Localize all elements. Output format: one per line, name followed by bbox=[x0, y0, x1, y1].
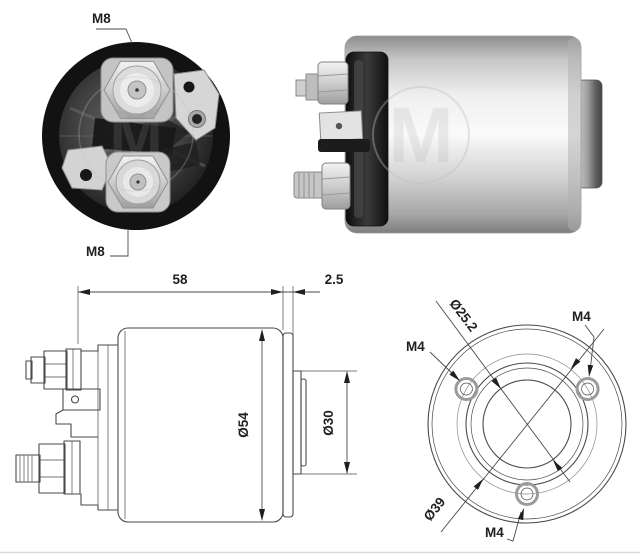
side-view-photo: M bbox=[293, 35, 603, 234]
bolt-circle bbox=[456, 353, 598, 495]
watermark-logo: M bbox=[78, 76, 194, 192]
front-top-terminal-label: M8 bbox=[92, 11, 111, 26]
terminal-bottom bbox=[293, 162, 351, 210]
leader-m4-bottom: M4 bbox=[485, 508, 524, 542]
dim-flange-label: 2.5 bbox=[325, 272, 344, 287]
end-view-drawing: Ø25.2 Ø39 M4 M4 M4 bbox=[406, 296, 627, 542]
mounting-hole-bottom bbox=[515, 482, 539, 506]
terminal-stud-bottom bbox=[105, 151, 171, 213]
bracket-lower-left bbox=[61, 145, 113, 191]
body-right-shade bbox=[568, 38, 581, 231]
watermark-logo-side: M bbox=[372, 86, 470, 184]
terminal-top bbox=[295, 61, 349, 105]
mounting-hole-right bbox=[575, 377, 600, 401]
bracket-hole bbox=[80, 169, 92, 181]
leader-m4-right: M4 bbox=[572, 309, 595, 377]
hole-right-label: M4 bbox=[572, 309, 591, 324]
terminal-stud-top bbox=[100, 57, 174, 123]
pilot-circle bbox=[482, 379, 572, 469]
mount-bracket-outline bbox=[15, 344, 119, 511]
hole-left-label: M4 bbox=[406, 339, 425, 354]
dim-bolt-circle-label: Ø39 bbox=[421, 495, 449, 524]
boss-step-outline bbox=[300, 378, 307, 467]
dimension-d39: Ø39 bbox=[421, 328, 605, 533]
bracket-hole-dark bbox=[183, 81, 195, 93]
front-view-photo: M M8 M8 bbox=[42, 11, 230, 259]
dim-boss-dia-label: Ø30 bbox=[321, 410, 336, 436]
boss-outline bbox=[292, 370, 302, 475]
spade-connector bbox=[318, 110, 364, 142]
solenoid-body-outline bbox=[117, 327, 284, 523]
dim-body-dia-label: Ø54 bbox=[236, 412, 251, 438]
leader-m4-left: M4 bbox=[406, 339, 460, 381]
bracket-upper-right bbox=[173, 69, 220, 141]
boss-circle-inner-line bbox=[470, 367, 584, 481]
flange-outline bbox=[282, 332, 294, 518]
side-view-drawing: 58 2.5 bbox=[15, 272, 357, 523]
outer-circle bbox=[427, 324, 627, 524]
outer-circle-inner-line bbox=[431, 328, 623, 520]
front-bottom-terminal-label: M8 bbox=[86, 244, 105, 259]
hole-bottom-label: M4 bbox=[485, 525, 504, 540]
mounting-hole-left bbox=[454, 377, 479, 401]
dim-length-label: 58 bbox=[172, 272, 188, 287]
connector-base-bar bbox=[318, 139, 370, 152]
dim-pilot-dia-label: Ø25.2 bbox=[447, 296, 481, 334]
dimension-d54: Ø54 bbox=[236, 329, 265, 521]
watermark-letter: M bbox=[109, 100, 162, 172]
leader-m8-top bbox=[96, 28, 133, 44]
watermark-letter-side: M bbox=[389, 91, 454, 179]
leader-m8-bottom bbox=[110, 229, 129, 257]
dimension-d30: Ø30 bbox=[295, 370, 357, 475]
